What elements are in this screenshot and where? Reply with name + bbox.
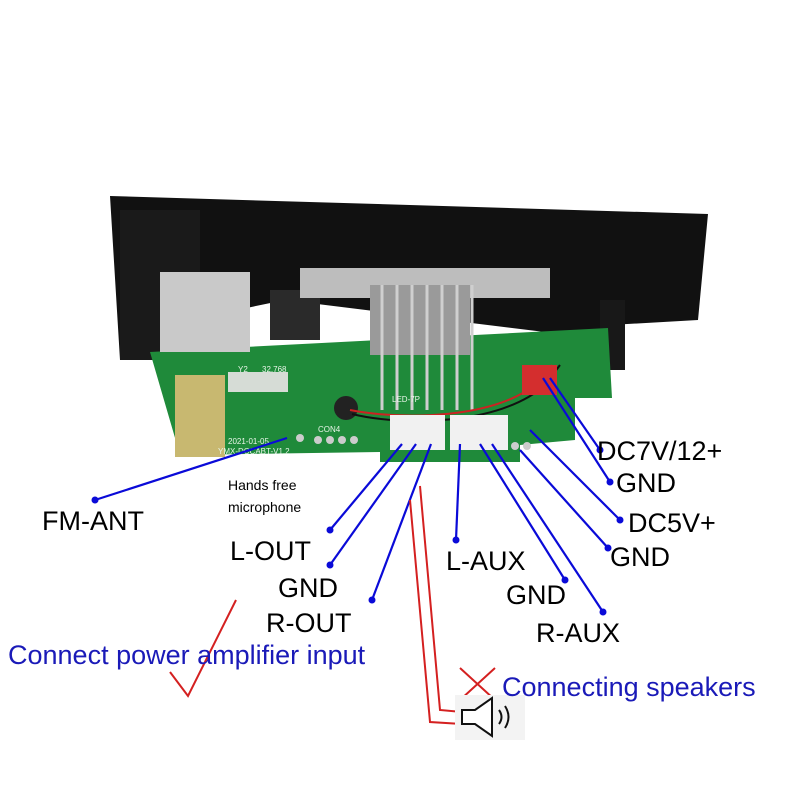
- checkmark-icon: [169, 599, 237, 698]
- antenna-pad: [175, 375, 225, 457]
- label-l-aux: L-AUX: [446, 546, 526, 576]
- label-gnd-aux: GND: [506, 580, 566, 610]
- label-dc7v-12v: DC7V/12+: [597, 436, 722, 466]
- label-gnd-out: GND: [278, 573, 338, 603]
- silk-led: LED-7P: [392, 395, 420, 404]
- red-marks: [169, 485, 496, 725]
- sd-slot: [270, 290, 320, 340]
- label-gnd-power: GND: [616, 468, 676, 498]
- label-mic-line1: Hands free: [228, 477, 297, 493]
- note-speakers: Connecting speakers: [502, 672, 756, 702]
- output-connector: [390, 415, 445, 450]
- silk-model: YMX-DCCABT-V1.2: [218, 447, 290, 456]
- label-l-out: L-OUT: [230, 536, 311, 566]
- silk-date: 2021-01-05: [228, 437, 269, 446]
- label-dc5v: DC5V+: [628, 508, 716, 538]
- leader-lines: [94, 377, 621, 613]
- silk-crystal: 32.768: [262, 365, 287, 374]
- aux-connector: [450, 415, 508, 450]
- speaker-wire-1: [409, 499, 463, 725]
- pcb-board: 2021-01-05 YMX-DCCABT-V1.2 CON4 LED-7P Y…: [150, 268, 612, 462]
- leader-dots: [91, 446, 624, 616]
- silk-con4: CON4: [318, 425, 341, 434]
- label-r-out: R-OUT: [266, 608, 351, 638]
- label-mic-line2: microphone: [228, 499, 301, 515]
- label-fm-ant: FM-ANT: [42, 506, 144, 536]
- note-amplifier-input: Connect power amplifier input: [8, 640, 366, 670]
- silk-y2: Y2: [238, 365, 248, 374]
- speaker-icon: [455, 695, 525, 740]
- label-r-aux: R-AUX: [536, 618, 620, 648]
- microphone-capsule: [334, 396, 358, 420]
- usb-port: [160, 272, 250, 352]
- cross-icon: [459, 667, 496, 701]
- label-gnd-5v: GND: [610, 542, 670, 572]
- speaker-wire-2: [419, 485, 463, 713]
